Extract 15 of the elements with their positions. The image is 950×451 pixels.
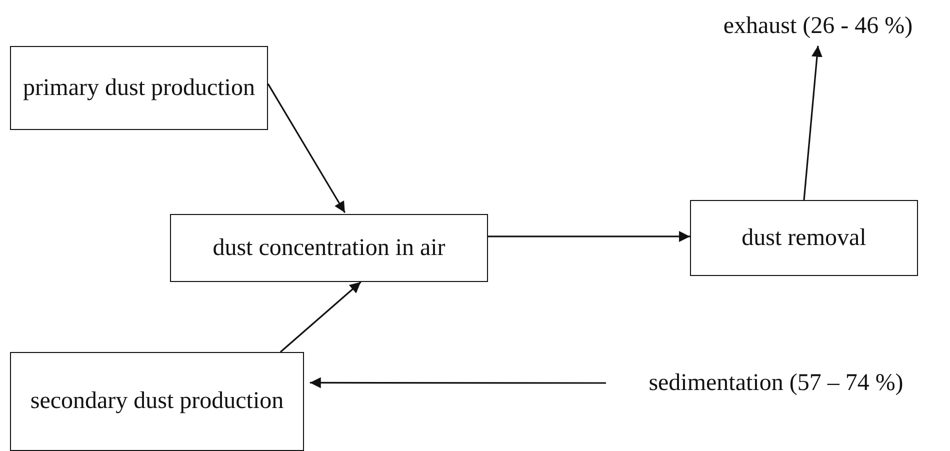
arrow xyxy=(267,83,346,214)
arrow xyxy=(280,281,362,353)
arrow xyxy=(488,230,690,242)
process-box xyxy=(170,214,488,282)
process-box xyxy=(10,46,268,130)
process-box xyxy=(690,200,918,276)
arrow xyxy=(310,377,606,388)
arrow xyxy=(803,46,822,200)
process-box xyxy=(10,352,304,451)
node-label: secondary dust production xyxy=(30,387,284,416)
node-label: dust concentration in air xyxy=(212,234,446,263)
node-label: sedimentation (57 – 74 %) xyxy=(648,368,904,398)
node-label: dust removal xyxy=(742,224,866,253)
node-label: primary dust production xyxy=(23,74,255,103)
node-label: exhaust (26 - 46 %) xyxy=(723,12,913,41)
